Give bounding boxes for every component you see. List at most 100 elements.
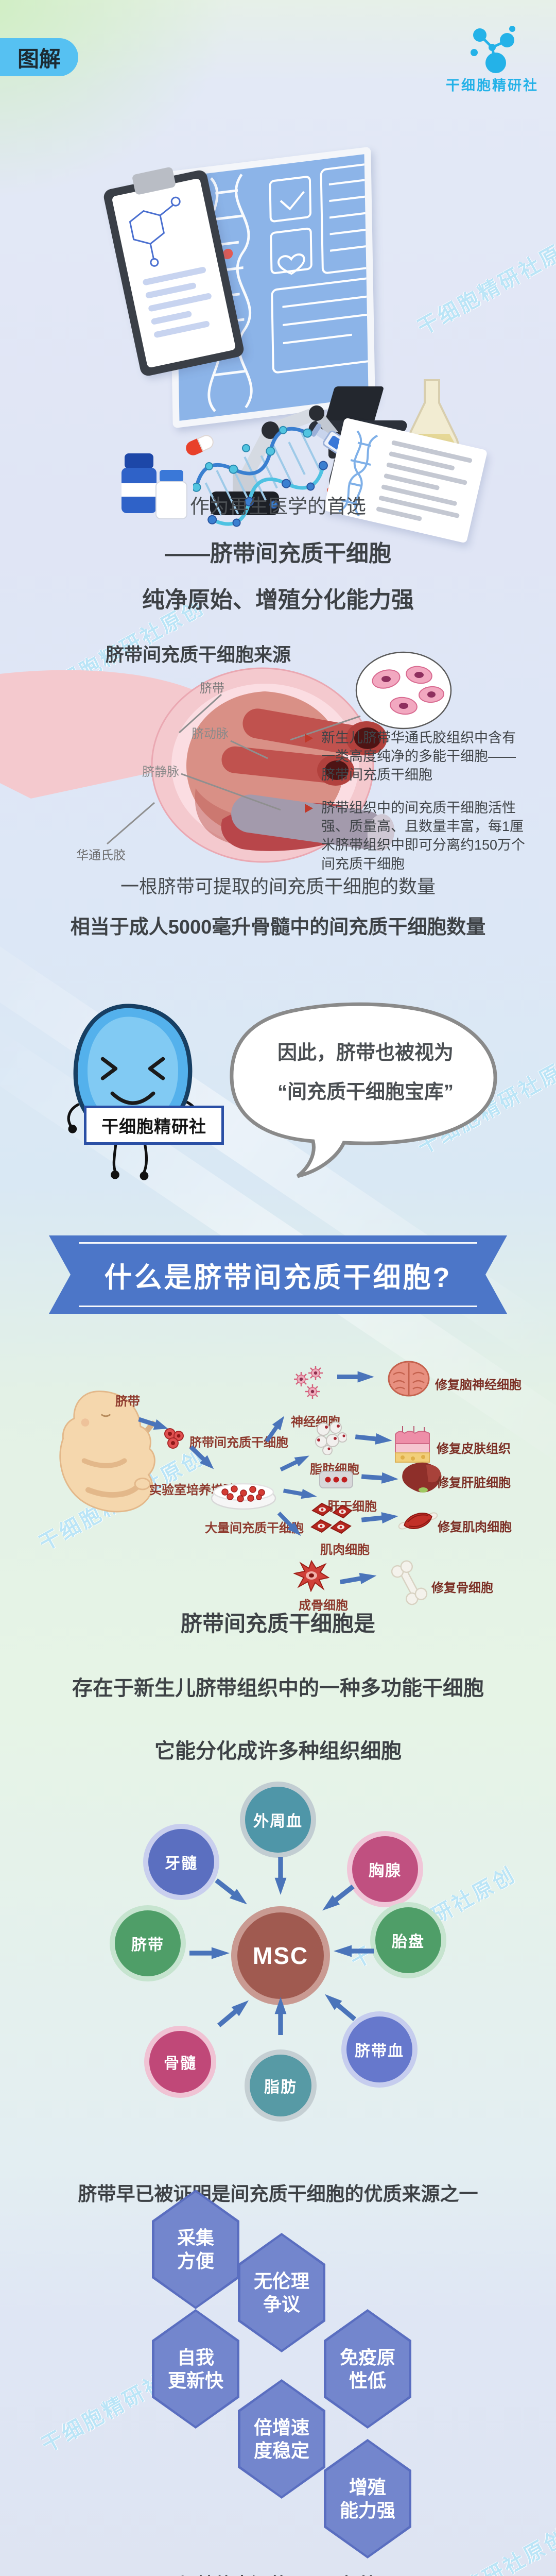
mascot-sign-text: 干细胞精研社 [101,1117,206,1136]
msc-source-label: 脂肪 [264,2079,297,2096]
msc-source-circle: 脐带血 [346,2016,412,2082]
msc-source-label: 骨髓 [164,2055,197,2072]
report-paper-illustration [323,417,488,544]
msc-source-circle: 骨髓 [149,2031,211,2093]
liver-stem-cell-icon [319,1471,353,1488]
arrow-icon [283,1485,318,1502]
arrow-icon [339,1569,377,1588]
arrow-icon [212,1875,251,1909]
advantage-hexagon: 增殖 能力强 [324,2439,411,2558]
branch-repair-label: 修复肌肉细胞 [438,1520,512,1534]
bubble-line1: 因此，脐带也被视为 [277,1042,454,1064]
msc-source-circle: 胸腺 [352,1836,418,1902]
arrow-icon [278,1451,311,1475]
msc-source-label: 牙髓 [165,1855,198,1872]
definition-line1: 脐带间充质干细胞是 [180,1612,375,1636]
advantage-hexagon: 无伦理 争议 [238,2233,325,2352]
advantage-hexagon: 倍增速 度稳定 [238,2379,325,2499]
flow-cord-label: 脐带 [115,1395,140,1409]
msc-source-label: 胸腺 [369,1862,402,1879]
brand-logo-text: 干细胞精研社 [446,78,538,93]
section-banner-what: 什么是脐带间充质干细胞? [49,1235,507,1314]
branch-repair-label: 修复骨细胞 [431,1581,493,1595]
advantage-label: 增殖 能力强 [326,2442,409,2556]
hero-illustration [0,129,556,544]
source-section-title: 脐带间充质干细胞来源 [106,644,291,665]
msc-source-label: 脐带 [131,1937,164,1954]
cord-fact1: 一根脐带可提取的间充质干细胞的数量 [120,876,436,897]
fat-cell-icon [315,1421,347,1455]
msc-center-label: MSC [252,1942,309,1969]
msc-source-circle: 牙髓 [148,1829,214,1895]
brand-logo: 干细胞精研社 [442,26,543,93]
branch-repair-label: 修复脑神经细胞 [435,1378,522,1392]
bone-icon [391,1560,428,1605]
arrow-icon [355,1430,393,1447]
petri-dish-icon [211,1483,276,1510]
arrow-icon [318,1881,357,1916]
advantage-hexagon: 免疫原 性低 [324,2309,411,2429]
bone-cell-icon [293,1560,329,1592]
pill-bottle-blue [121,453,157,513]
muscle-cell-icon [310,1502,353,1534]
artery-label: 脐动脉 [192,727,229,741]
arrow-icon [274,1997,287,2035]
bullet-marker-icon [305,734,313,743]
molecule-logo-icon [471,26,515,73]
flow-mass-label: 大量间充质干细胞 [205,1521,304,1535]
msc-source-circle: 外周血 [245,1787,311,1853]
intro-line2: ——脐带间充质干细胞 [165,541,391,566]
arrow-icon [274,1857,287,1895]
dna-helix-icon [193,426,328,527]
advantages-summary-line: 与其他来源的MSCS相比 [0,2570,556,2576]
stem-cell-circle-illustration [355,651,452,730]
branch-cell-label: 成骨细胞 [299,1599,348,1613]
branch-cell-label: 肌肉细胞 [320,1543,370,1557]
arrow-icon [189,1947,230,1959]
skin-icon [395,1426,430,1463]
msc-source-label: 外周血 [253,1813,303,1830]
advantage-hexagon: 自我 更新快 [152,2309,239,2429]
source-bullet1: 新生儿脐带华通氏胶组织中含有一类高度纯净的多能干细胞——脐带间充质干细胞 [321,730,516,783]
clipboard-illustration [102,166,246,378]
nerve-cell-icon [294,1366,323,1399]
topic-badge-label: 图解 [17,46,61,71]
baby-illustration [59,1391,155,1513]
intro-line3: 纯净原始、增殖分化能力强 [142,587,414,613]
branch-repair-label: 修复皮肤组织 [437,1442,511,1456]
definition-line2: 存在于新生儿脐带组织中的一种多功能干细胞 [72,1677,484,1700]
mascot-sign: 干细胞精研社 [84,1106,224,1145]
cell-mascot-illustration [67,1004,199,1180]
msc-source-circle: 胎盘 [375,1907,441,1973]
arrow-icon [321,1989,359,2025]
advantage-label: 倍增速 度稳定 [240,2382,323,2496]
flow-msc-label: 脐带间充质干细胞 [189,1436,288,1450]
bullet-marker-icon [305,804,313,813]
cord-label: 脐带 [200,682,224,696]
section-banner-what-text: 什么是脐带间充质干细胞? [104,1262,452,1293]
advantage-label: 免疫原 性低 [326,2312,409,2426]
msc-caption: 脐带早已被证明是间充质干细胞的优质来源之一 [78,2183,478,2205]
msc-source-circle: 脐带 [115,1910,181,1976]
arrow-icon [215,1995,253,2031]
msc-source-circle: 脂肪 [250,2055,311,2116]
advantage-label: 无伦理 争议 [240,2235,323,2350]
watermark: 干细胞精研社原创 [396,2520,556,2576]
cord-fact2: 相当于成人5000毫升骨髓中的间充质干细胞数量 [70,917,486,938]
brain-icon [388,1361,430,1397]
pill-bottle-white [155,470,187,519]
msc-cells-icon [164,1428,184,1449]
msc-source-label: 胎盘 [392,1934,425,1951]
vein-label: 脐静脉 [142,765,179,779]
umbilical-cord-illustration [0,667,395,863]
arrow-icon [337,1371,374,1383]
intro-line1: 作为再生医学的首选 [189,496,366,518]
advantage-label: 自我 更新快 [154,2312,237,2426]
branch-repair-label: 修复肝脏细胞 [437,1476,511,1490]
jelly-label: 华通氏胶 [76,849,126,862]
bubble-line2: “间充质干细胞宝库” [277,1081,454,1103]
source-bullet2: 脐带组织中的间充质干细胞活性强、质量高、且数量丰富，每1厘米脐带组织中即可分离约… [321,800,526,872]
muscle-icon [398,1512,438,1530]
arrow-icon [361,1470,399,1486]
